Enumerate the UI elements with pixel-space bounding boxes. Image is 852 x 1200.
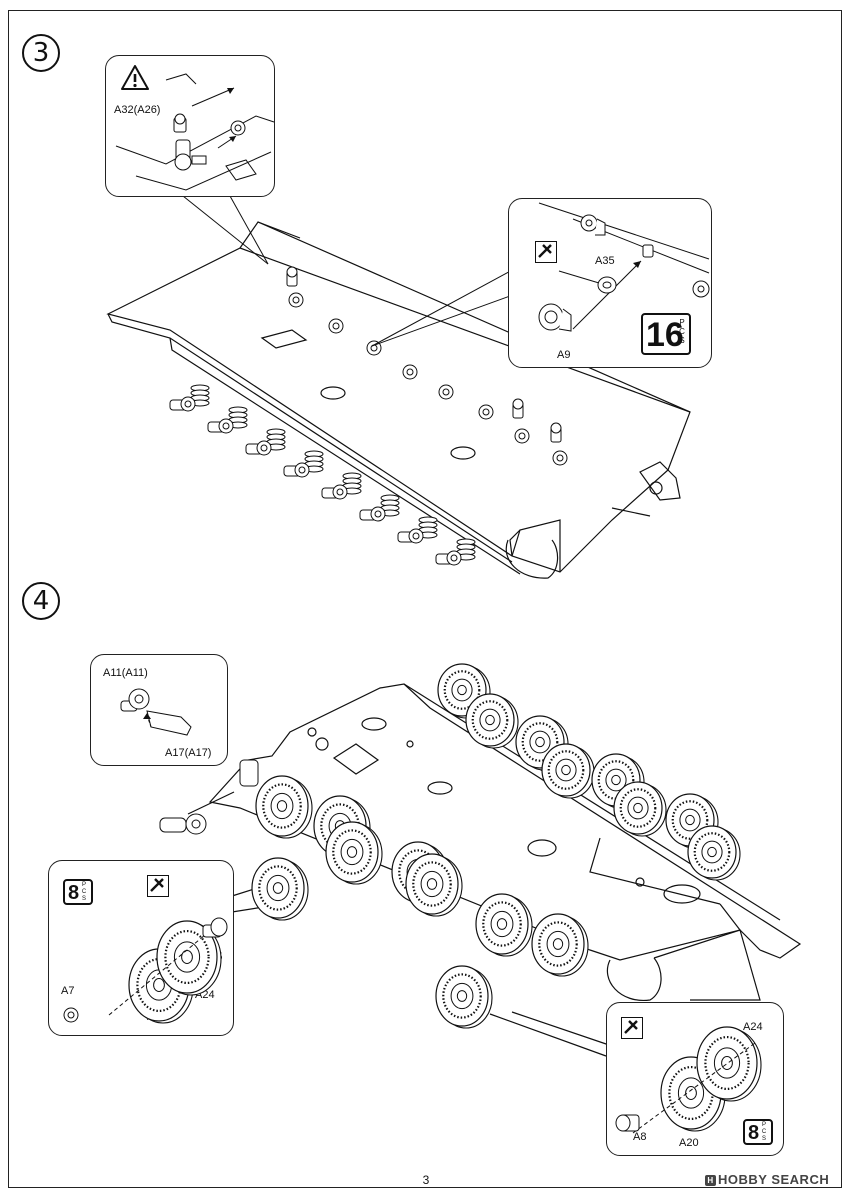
road-wheel-detached <box>251 857 309 921</box>
bump-stop-mount <box>514 428 530 444</box>
shock-absorber <box>286 266 298 287</box>
pcs-s: S <box>81 896 86 902</box>
bump-stop-mount <box>328 318 344 334</box>
step-4-callout-left: 8 PCS A5 A7 A24 A21 <box>48 860 234 1036</box>
callout-top-drawing <box>120 688 192 736</box>
step-3-callout-warning: A32(A26) <box>105 55 275 197</box>
bump-stop-mount <box>552 450 568 466</box>
pcs-p: P <box>761 1122 766 1128</box>
hub-cap-a7 <box>63 1007 79 1023</box>
shock-absorber <box>512 398 524 419</box>
callout-left-drawing <box>63 917 228 1024</box>
sprue-cut-icon <box>535 241 557 263</box>
callout-parts-drawing <box>538 202 710 332</box>
road-wheel <box>465 693 519 749</box>
pcs-s: S <box>679 336 685 345</box>
road-wheel <box>541 743 595 799</box>
quantity-number: 8 <box>748 1122 760 1144</box>
warning-triangle-icon <box>121 65 149 90</box>
road-wheel <box>405 853 463 917</box>
step-4-callout-top: A11(A11) A17(A17) <box>90 654 228 766</box>
pcs-p: P <box>679 318 685 327</box>
page-frame <box>8 10 842 1188</box>
road-wheel <box>475 893 533 957</box>
part-label-a8: A8 <box>633 1131 647 1143</box>
part-label-a32: A32(A26) <box>114 104 161 116</box>
part-label-a35: A35 <box>595 255 615 267</box>
bump-stop-mount <box>402 364 418 380</box>
callout-right-drawing <box>615 1026 762 1134</box>
watermark-text: HOBBY SEARCH <box>718 1172 830 1187</box>
part-label-a24: A24 <box>743 1021 763 1033</box>
pcs-c: C <box>761 1129 767 1135</box>
part-label-a9: A9 <box>557 349 571 361</box>
pcs-c: C <box>81 889 87 895</box>
part-label-a17: A17(A17) <box>165 747 212 759</box>
suspension-arm <box>359 494 400 522</box>
suspension-arm <box>169 384 210 412</box>
pcs-s: S <box>761 1136 766 1142</box>
part-label-a11: A11(A11) <box>103 667 148 679</box>
road-wheel <box>531 913 589 977</box>
pcs-c: C <box>679 327 685 336</box>
road-wheel <box>613 781 667 837</box>
shock-absorber <box>550 422 562 443</box>
bump-stop-mount <box>438 384 454 400</box>
step-4-number: 4 <box>22 582 60 620</box>
suspension-arm <box>207 406 248 434</box>
suspension-arm <box>245 428 286 456</box>
suspension-arm <box>321 472 362 500</box>
part-label-a7: A7 <box>61 985 75 997</box>
suspension-arm <box>435 538 476 566</box>
bump-stop-mount <box>288 292 304 308</box>
hub-a8 <box>615 1114 640 1132</box>
quantity-number: 8 <box>68 882 80 904</box>
step-3-hull-drawing <box>106 195 691 579</box>
watermark-logo-icon: H <box>705 1175 716 1186</box>
callout-warning-drawing <box>115 73 275 191</box>
quantity-number: 16 <box>646 316 684 354</box>
hub-a5 <box>202 917 228 938</box>
road-wheel <box>255 775 313 839</box>
road-wheel <box>325 821 383 885</box>
wheel-half-a24 <box>696 1026 762 1102</box>
suspension-arm <box>283 450 324 478</box>
sprue-cut-icon <box>621 1017 643 1039</box>
sprue-cut-icon <box>147 875 169 897</box>
page-number: 3 <box>422 1173 430 1187</box>
part-label-a20: A20 <box>679 1137 699 1149</box>
bump-stop-mount <box>478 404 494 420</box>
step-3-number: 3 <box>22 34 60 72</box>
wheel-half-a24 <box>156 920 222 996</box>
suspension-arm <box>397 516 438 544</box>
pcs-p: P <box>81 882 86 888</box>
road-wheel <box>687 825 741 881</box>
road-wheel-detached <box>435 965 493 1029</box>
